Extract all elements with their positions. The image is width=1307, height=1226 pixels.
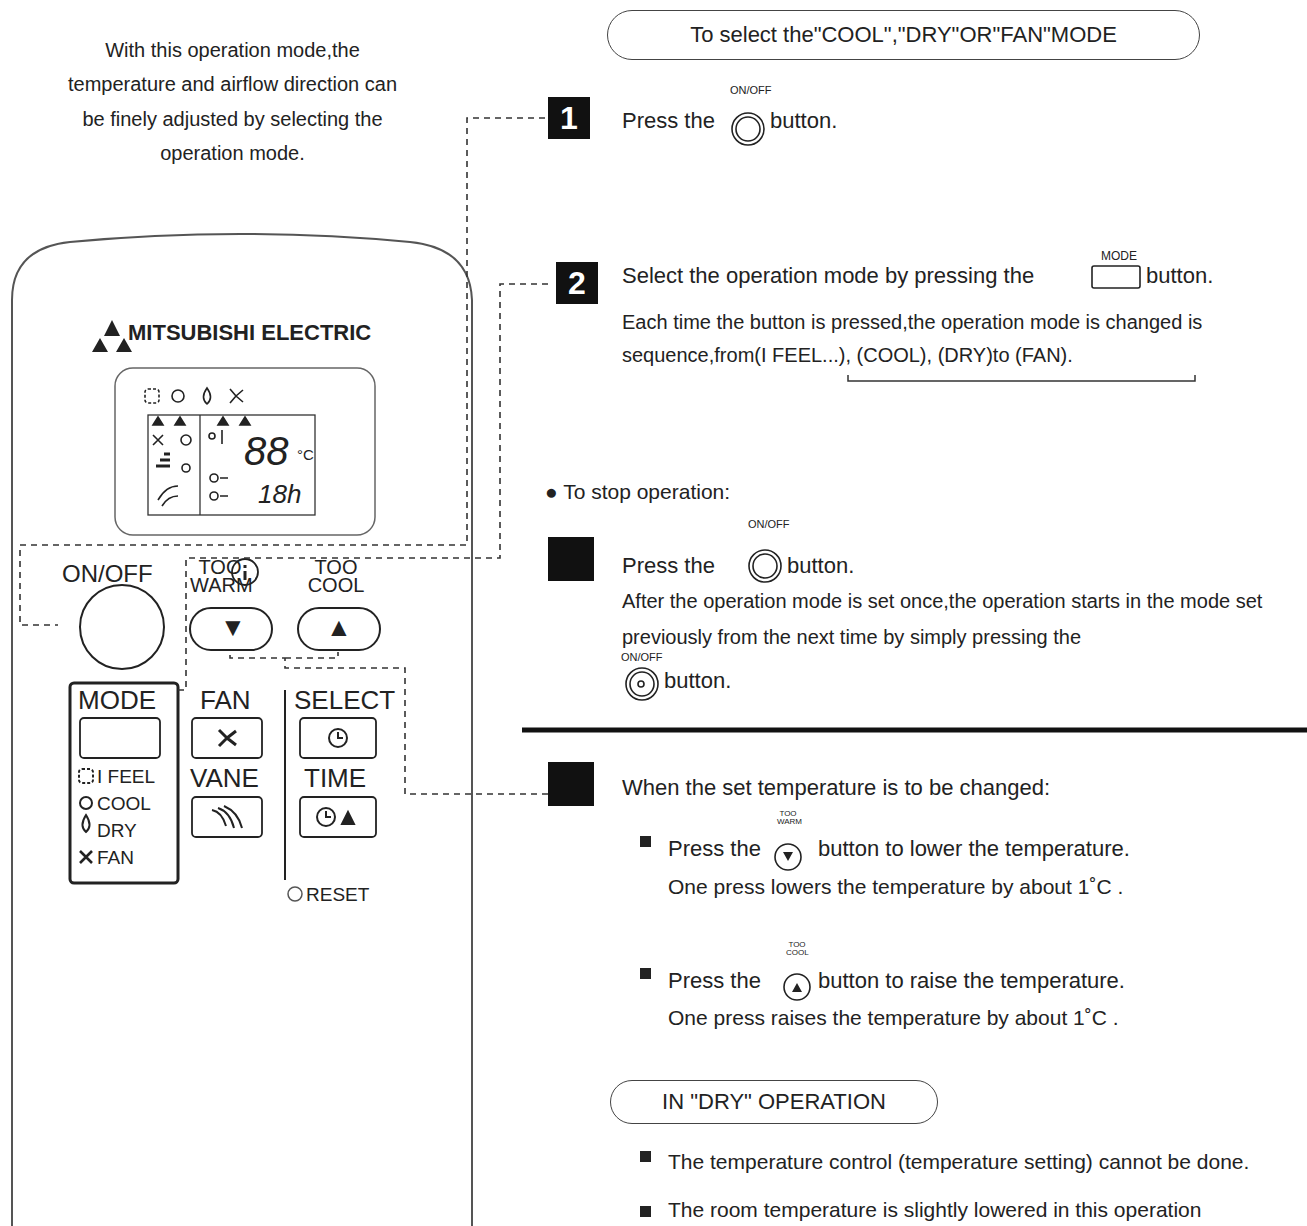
instruction-text: When the set temperature is to be change… [622,775,1050,800]
section-box: IN "DRY" OPERATION [610,1080,938,1124]
instruction-text: button to raise the temperature. [818,968,1125,993]
button-arrow: ▲ [326,613,352,643]
display-frame [115,368,375,535]
leader-lines [20,118,548,794]
too-warm-button [190,608,272,650]
section-rule [522,728,1307,733]
step-number: 2 [556,262,598,304]
node-text: 2 [568,265,586,302]
bullet [640,1206,651,1217]
button-label: SELECT [294,686,395,716]
button-label: FAN [200,686,251,716]
icon-caption: ON/OFF [621,651,663,664]
instruction-text: One press lowers the temperature by abou… [668,875,1123,899]
header-box: To select the"COOL","DRY"OR"FAN"MODE [607,10,1200,60]
lcd-divider [199,415,200,515]
mode-option: COOL [97,793,151,815]
select-button [300,718,376,758]
instruction-text: Press the [622,553,715,578]
button-arrow: ▼ [220,613,246,643]
step-marker [548,762,594,806]
lcd-icons [145,388,250,506]
icon-caption: ON/OFF [730,84,772,97]
instruction-text: One press raises the temperature by abou… [668,1006,1119,1030]
divider [284,690,286,880]
button-icons [79,729,354,863]
lcd-unit: °C [297,446,314,463]
mode-button [80,718,160,758]
lcd-digits: 88 [244,428,289,474]
too-cool-button [298,608,380,650]
node-text: To select the"COOL","DRY"OR"FAN"MODE [690,22,1117,48]
inline-arrows [783,852,802,992]
intro-text: With this operation mode,the temperature… [60,33,405,171]
instruction-text: button. [770,108,837,133]
button-label: TIME [304,764,366,794]
logo-mark [92,320,132,352]
instruction-text: Press the [622,108,715,133]
instruction-text: The temperature control (temperature set… [668,1146,1298,1178]
mode-panel [70,683,178,883]
icon-caption: TOO COOL [786,941,808,956]
bullet [640,968,651,979]
instruction-text: button. [787,553,854,578]
icon-caption: TOO WARM [777,810,799,825]
instruction-text: The room temperature is slightly lowered… [668,1198,1201,1222]
brand-logo: MITSUBISHI ELECTRIC [128,320,371,345]
bullet [640,1151,651,1162]
button-label: RESET [306,884,369,906]
instruction-text: button to lower the temperature. [818,836,1130,861]
button-label: TOO WARM [190,558,250,594]
button-label: TOO COOL [296,558,376,594]
mode-option: I FEEL [97,766,155,788]
button-label: ON/OFF [62,560,153,588]
time-button [300,797,376,837]
icon-caption: MODE [1101,250,1137,264]
instruction-text: button. [664,668,731,693]
instruction-text: button. [1146,263,1213,288]
mode-option: FAN [97,847,134,869]
step-number: 1 [548,97,590,139]
instruction-text: Each time the button is pressed,the oper… [622,306,1292,372]
icon-caption: ON/OFF [748,518,790,531]
bullet [640,836,651,847]
button-label: VANE [190,764,259,794]
instruction-text: Select the operation mode by pressing th… [622,263,1034,288]
node-text: IN "DRY" OPERATION [662,1089,886,1115]
section-heading: ● To stop operation: [545,480,730,504]
vane-button [192,797,262,837]
cycle-bracket [848,375,1195,381]
remote-body [12,234,472,1226]
node-text: 1 [560,100,578,137]
fan-button [192,718,262,758]
lcd-digits: 18h [258,480,301,510]
step-marker [548,537,594,581]
instruction-text: After the operation mode is set once,the… [622,583,1302,655]
reset-hole [288,887,302,901]
lcd [148,415,315,515]
on-off-button [80,585,164,669]
instruction-text: Press the [668,836,761,861]
mode-option: DRY [97,820,137,842]
button-label: MODE [78,686,156,716]
instruction-text: Press the [668,968,761,993]
